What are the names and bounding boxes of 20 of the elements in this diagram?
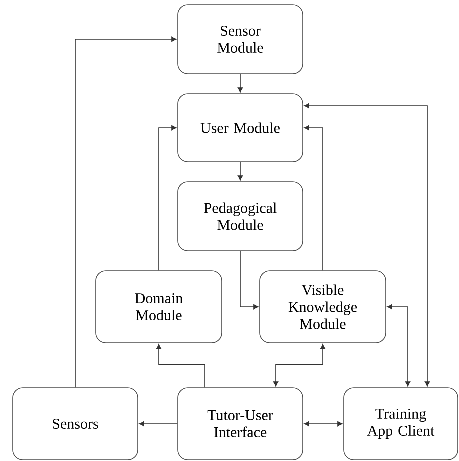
module-box: User Module: [178, 94, 304, 162]
arrow: [273, 344, 326, 387]
module-box: Training App Client: [344, 388, 458, 460]
arrow: [75, 36, 177, 388]
arrow: [304, 125, 324, 271]
arrow: [387, 304, 411, 387]
arrow: [240, 251, 259, 310]
arrow: [238, 162, 244, 181]
module-box: Visible Knowledge Module: [260, 270, 386, 344]
module-box: Sensor Module: [178, 4, 304, 74]
module-box: Pedagogical Module: [178, 182, 304, 252]
arrow: [304, 103, 430, 387]
module-box: Sensors: [12, 388, 138, 460]
module-box: Tutor-User Interface: [178, 388, 304, 460]
arrow: [158, 125, 177, 271]
arrow: [238, 74, 244, 93]
arrow: [304, 421, 343, 427]
module-box: Domain Module: [96, 270, 222, 344]
arrow: [139, 421, 178, 427]
arrow: [156, 344, 206, 388]
